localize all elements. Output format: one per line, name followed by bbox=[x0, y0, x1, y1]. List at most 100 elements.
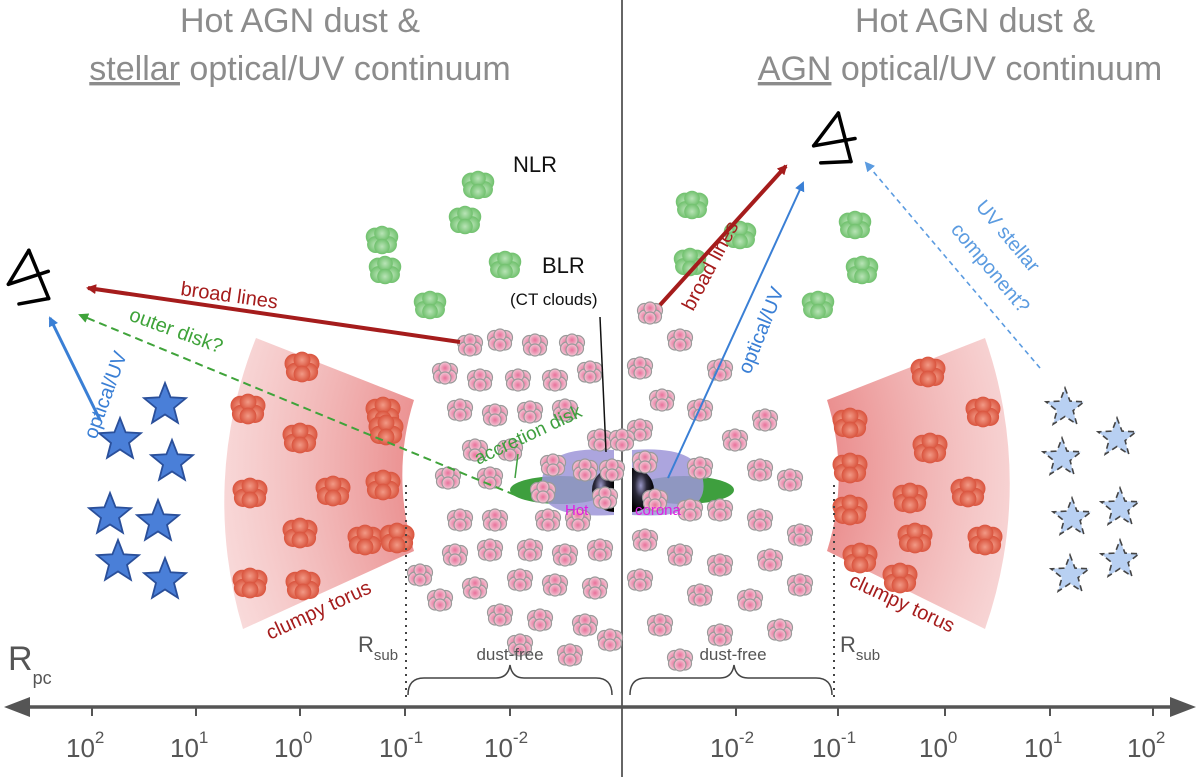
blr-cloud bbox=[446, 398, 474, 422]
blr-pointer-line bbox=[599, 316, 607, 453]
optical-uv-label-right: optical/UV bbox=[734, 284, 789, 377]
torus-clump bbox=[832, 452, 868, 484]
left-title-line2: stellar optical/UV continuum bbox=[89, 50, 510, 88]
torus-clump bbox=[232, 477, 268, 509]
star-icon bbox=[86, 490, 134, 535]
torus-clump bbox=[282, 517, 318, 549]
radius-axis-arrowhead-left bbox=[4, 697, 30, 717]
torus-clump bbox=[284, 351, 320, 383]
blr-cloud bbox=[534, 508, 562, 532]
blr-clouds bbox=[406, 301, 814, 672]
corona-label: corona bbox=[635, 502, 682, 519]
outer-disk-arrow bbox=[78, 313, 516, 496]
blr-cloud bbox=[676, 498, 704, 522]
blr-cloud bbox=[446, 508, 474, 532]
blr-cloud bbox=[686, 456, 714, 480]
blr-cloud bbox=[776, 468, 804, 492]
blr-cloud bbox=[441, 543, 469, 567]
blr-cloud bbox=[456, 333, 484, 357]
torus-clump bbox=[379, 522, 415, 554]
torus-left-clumps bbox=[230, 351, 415, 601]
radius-axis-arrowhead-right bbox=[1170, 697, 1196, 717]
blr-cloud bbox=[666, 648, 694, 672]
blr-cloud bbox=[596, 628, 624, 652]
dust-free-label-right: dust-free bbox=[699, 645, 766, 664]
blr-cloud bbox=[636, 301, 664, 325]
blr-cloud bbox=[626, 356, 654, 380]
torus-clump bbox=[365, 469, 401, 501]
blr-cloud bbox=[516, 538, 544, 562]
star-icon bbox=[148, 437, 196, 482]
torus-clump bbox=[897, 522, 933, 554]
blr-cloud bbox=[461, 576, 489, 600]
blr-cloud bbox=[586, 538, 614, 562]
star-icon bbox=[96, 415, 144, 460]
blr-cloud bbox=[721, 428, 749, 452]
blr-cloud bbox=[571, 613, 599, 637]
blr-cloud bbox=[786, 523, 814, 547]
nlr-cloud bbox=[673, 247, 707, 277]
blr-cloud bbox=[598, 458, 626, 482]
blr-cloud bbox=[541, 573, 569, 597]
observer-eye-icon-right bbox=[811, 111, 857, 165]
blr-cloud bbox=[541, 368, 569, 392]
blr-cloud bbox=[476, 538, 504, 562]
blr-cloud bbox=[666, 543, 694, 567]
nlr-label: NLR bbox=[513, 152, 557, 177]
right-title-line2: AGN optical/UV continuum bbox=[758, 50, 1162, 88]
torus-clump bbox=[285, 569, 321, 601]
torus-clump bbox=[892, 482, 928, 514]
star-icon bbox=[134, 497, 182, 542]
blr-cloud bbox=[706, 498, 734, 522]
blr-cloud bbox=[591, 486, 619, 510]
axis-tick-label: 10-1 bbox=[379, 728, 423, 763]
blr-label: BLR bbox=[542, 253, 585, 278]
axis-tick-label: 102 bbox=[1127, 728, 1165, 763]
torus-clump bbox=[912, 432, 948, 464]
star-dashed-icon bbox=[1098, 485, 1142, 527]
optical-uv-arrow-right bbox=[667, 181, 805, 479]
blr-cloud bbox=[558, 333, 586, 357]
star-dashed-icon bbox=[1050, 495, 1094, 537]
blr-cloud bbox=[461, 438, 489, 462]
torus-clump bbox=[315, 475, 351, 507]
blr-cloud bbox=[736, 588, 764, 612]
torus-right-clumps bbox=[832, 356, 1003, 594]
star-dashed-icon bbox=[1040, 435, 1084, 477]
blr-cloud bbox=[506, 568, 534, 592]
blr-cloud bbox=[706, 358, 734, 382]
torus-clump bbox=[368, 414, 404, 446]
r-pc-label: Rpc bbox=[8, 640, 52, 688]
torus-clump bbox=[842, 542, 878, 574]
blr-cloud bbox=[626, 568, 654, 592]
dust-free-brace-right bbox=[629, 664, 833, 696]
axis-tick-label: 100 bbox=[919, 728, 957, 763]
blr-cloud bbox=[631, 450, 659, 474]
left-title-line1: Hot AGN dust & bbox=[180, 2, 420, 40]
blr-cloud bbox=[576, 360, 604, 384]
broad-lines-arrow-right bbox=[658, 164, 788, 307]
accretion-disk-pointer bbox=[514, 453, 519, 479]
nlr-cloud bbox=[488, 250, 522, 280]
star-dashed-icon bbox=[1095, 415, 1139, 457]
axis-tick-label: 101 bbox=[1024, 728, 1062, 763]
torus-clump bbox=[832, 494, 868, 526]
blr-cloud bbox=[539, 453, 567, 477]
blr-cloud bbox=[529, 480, 557, 504]
torus-clump bbox=[910, 356, 946, 388]
blr-cloud bbox=[431, 361, 459, 385]
torus-clump bbox=[967, 524, 1003, 556]
nlr-cloud bbox=[365, 225, 399, 255]
blr-cloud bbox=[666, 328, 694, 352]
broad-lines-arrow-left bbox=[86, 284, 461, 344]
nlr-cloud bbox=[675, 190, 709, 220]
ct-clouds-label: (CT clouds) bbox=[510, 290, 598, 309]
blr-cloud bbox=[756, 548, 784, 572]
blr-cloud bbox=[686, 583, 714, 607]
blr-cloud bbox=[786, 573, 814, 597]
blr-cloud bbox=[481, 508, 509, 532]
r-sub-label-left: Rsub bbox=[358, 632, 398, 664]
outer-disk-label: outer disk? bbox=[126, 304, 225, 358]
